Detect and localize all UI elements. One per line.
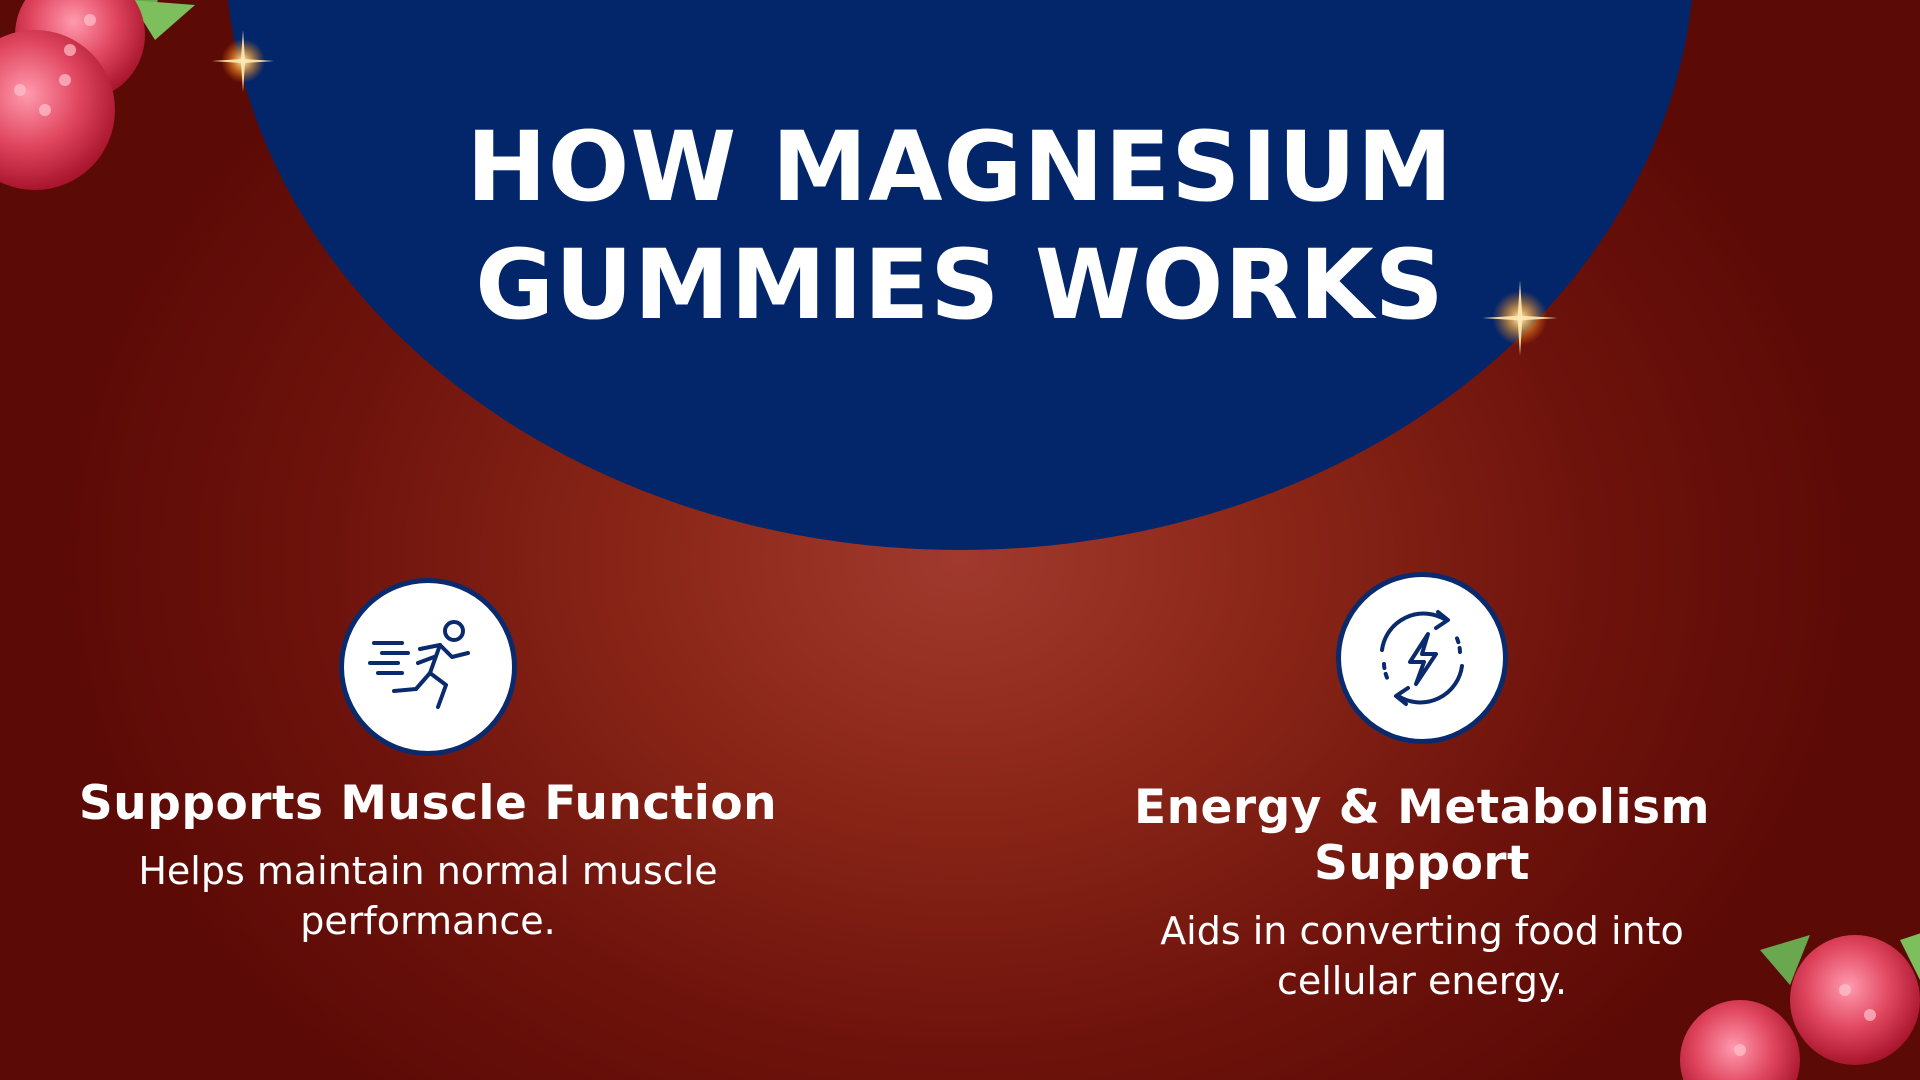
feature-muscle-function: Supports Muscle Function Helps maintain …: [28, 578, 828, 946]
feature-icon-badge: [1336, 572, 1508, 744]
feature-energy-metabolism: Energy & Metabolism Support Aids in conv…: [1022, 572, 1822, 1006]
running-person-icon: [368, 620, 470, 709]
feature-icon-badge: [339, 578, 517, 756]
title-line-1: HOW MAGNESIUM: [466, 111, 1454, 223]
page-title: HOW MAGNESIUM GUMMIES WORKS: [360, 108, 1560, 344]
energy-cycle-icon: [1380, 610, 1464, 706]
title-line-2: GUMMIES WORKS: [475, 229, 1445, 341]
feature-description: Helps maintain normal muscle performance…: [138, 849, 718, 943]
feature-description: Aids in converting food into cellular en…: [1160, 909, 1684, 1003]
feature-heading: Energy & Metabolism Support: [1133, 780, 1711, 891]
feature-heading: Supports Muscle Function: [78, 776, 778, 831]
raspberry-image: [0, 0, 195, 190]
